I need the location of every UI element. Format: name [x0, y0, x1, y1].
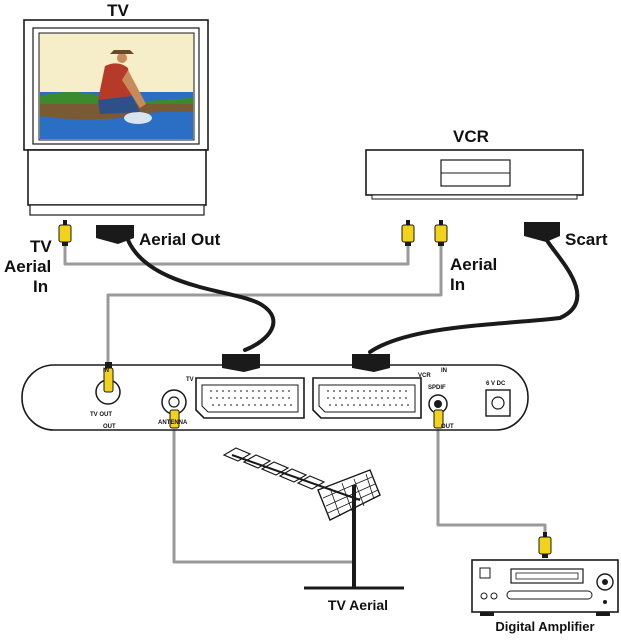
coax-cables	[63, 245, 547, 564]
tv-screen-picture	[40, 50, 193, 139]
set-top-box-icon	[21, 354, 529, 431]
vcr-aerial-in-label-2: In	[450, 275, 465, 294]
scart-cables	[126, 238, 580, 354]
out-mark: OUT	[103, 424, 116, 430]
in-mark-right: IN	[441, 368, 447, 374]
vcr-icon	[365, 149, 584, 200]
antenna-icon	[222, 447, 404, 590]
tv-label: TV	[107, 1, 129, 20]
spdif-label: SPDIF	[428, 385, 446, 391]
tv-aerial-in-label-1: TV	[30, 237, 52, 256]
spdif-cable	[436, 428, 547, 535]
tv-aerial-in-label-2: Aerial	[4, 257, 51, 276]
aerial-out-label: Aerial Out	[139, 230, 221, 249]
antenna-cable	[172, 428, 354, 564]
tv-aerial-in-label-3: In	[33, 277, 48, 296]
tv-scart-cable	[126, 238, 276, 352]
digital-amplifier-label: Digital Amplifier	[495, 619, 594, 634]
antenna-label: ANTENNA	[158, 420, 188, 426]
tv-out-label: TV OUT	[90, 412, 112, 418]
tv-icon	[23, 19, 209, 216]
vcr-aerial-in-label-1: Aerial	[450, 255, 497, 274]
tv-aerial-label: TV Aerial	[328, 597, 388, 613]
scart-label: Scart	[565, 230, 608, 249]
power-label: 6 V DC	[486, 381, 506, 387]
tv-scart-label: TV	[186, 377, 194, 383]
in-mark: IN	[103, 368, 109, 374]
amplifier-icon	[471, 559, 619, 616]
vcr-scart-cable	[368, 240, 580, 354]
rca-plug-icon	[58, 220, 552, 558]
vcr-label: VCR	[453, 127, 489, 146]
tv-to-vcr-aerial-cable	[63, 245, 410, 266]
vcr-scart-label: VCR	[418, 373, 431, 379]
vcr-to-box-tvout-cable	[106, 245, 443, 370]
scart-plug-icon	[96, 222, 560, 244]
out-mark-right: OUT	[441, 424, 454, 430]
